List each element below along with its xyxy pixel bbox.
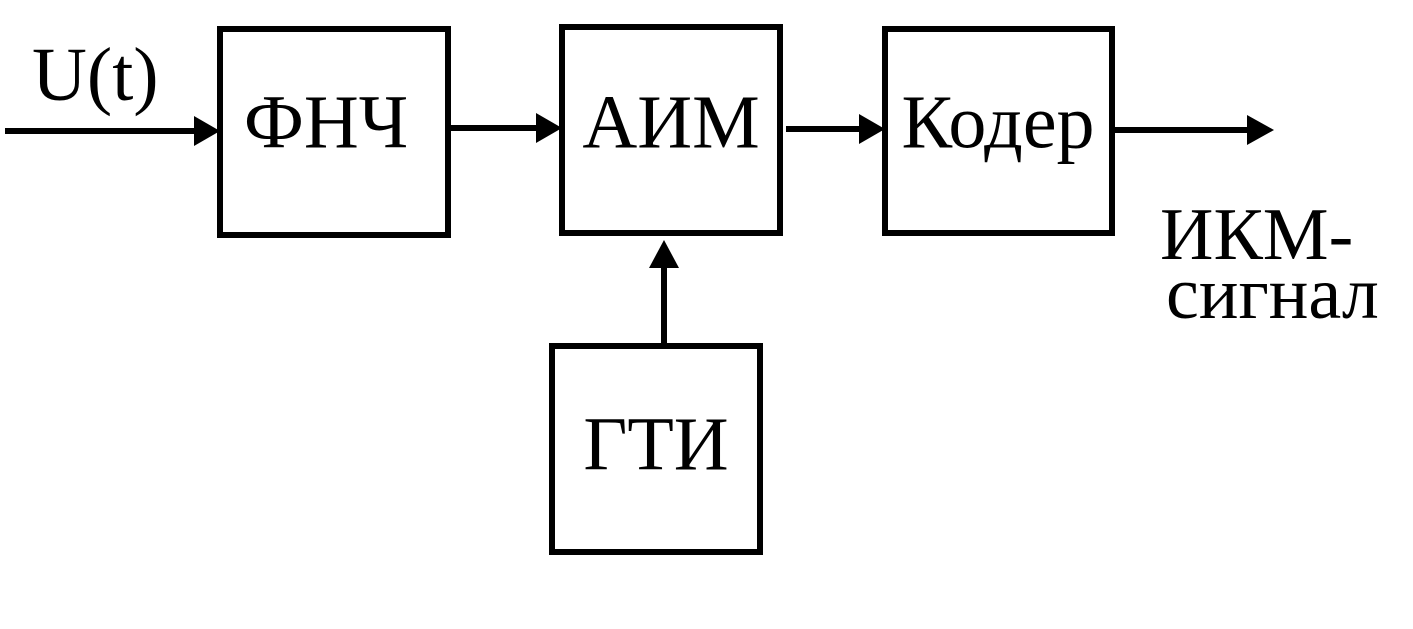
output-label-line1: ИКМ- [1160, 194, 1353, 276]
block-gti: ГТИ [549, 343, 763, 555]
output-arrowhead [1247, 115, 1274, 145]
input-arrowhead [194, 116, 220, 146]
block-gti-label: ГТИ [583, 402, 728, 486]
block-lpf: ФНЧ [217, 26, 451, 238]
block-lpf-label: ФНЧ [244, 80, 408, 164]
block-coder-frame [882, 26, 1115, 236]
lpf-to-pam-arrowhead [536, 113, 562, 143]
gti-to-pam-arrowhead [649, 240, 679, 268]
block-pam: АИМ [559, 24, 783, 236]
input-signal-label: U(t) [32, 33, 159, 117]
block-gti-frame [549, 343, 763, 555]
block-pam-frame [559, 24, 783, 236]
block-lpf-frame [217, 26, 451, 238]
block-coder-label: Кодер [901, 80, 1094, 164]
block-coder: Кодер [882, 26, 1115, 236]
output-label-line2: сигнал [1166, 253, 1379, 335]
pam-to-coder-arrowhead [859, 114, 885, 144]
block-pam-label: АИМ [582, 80, 759, 164]
